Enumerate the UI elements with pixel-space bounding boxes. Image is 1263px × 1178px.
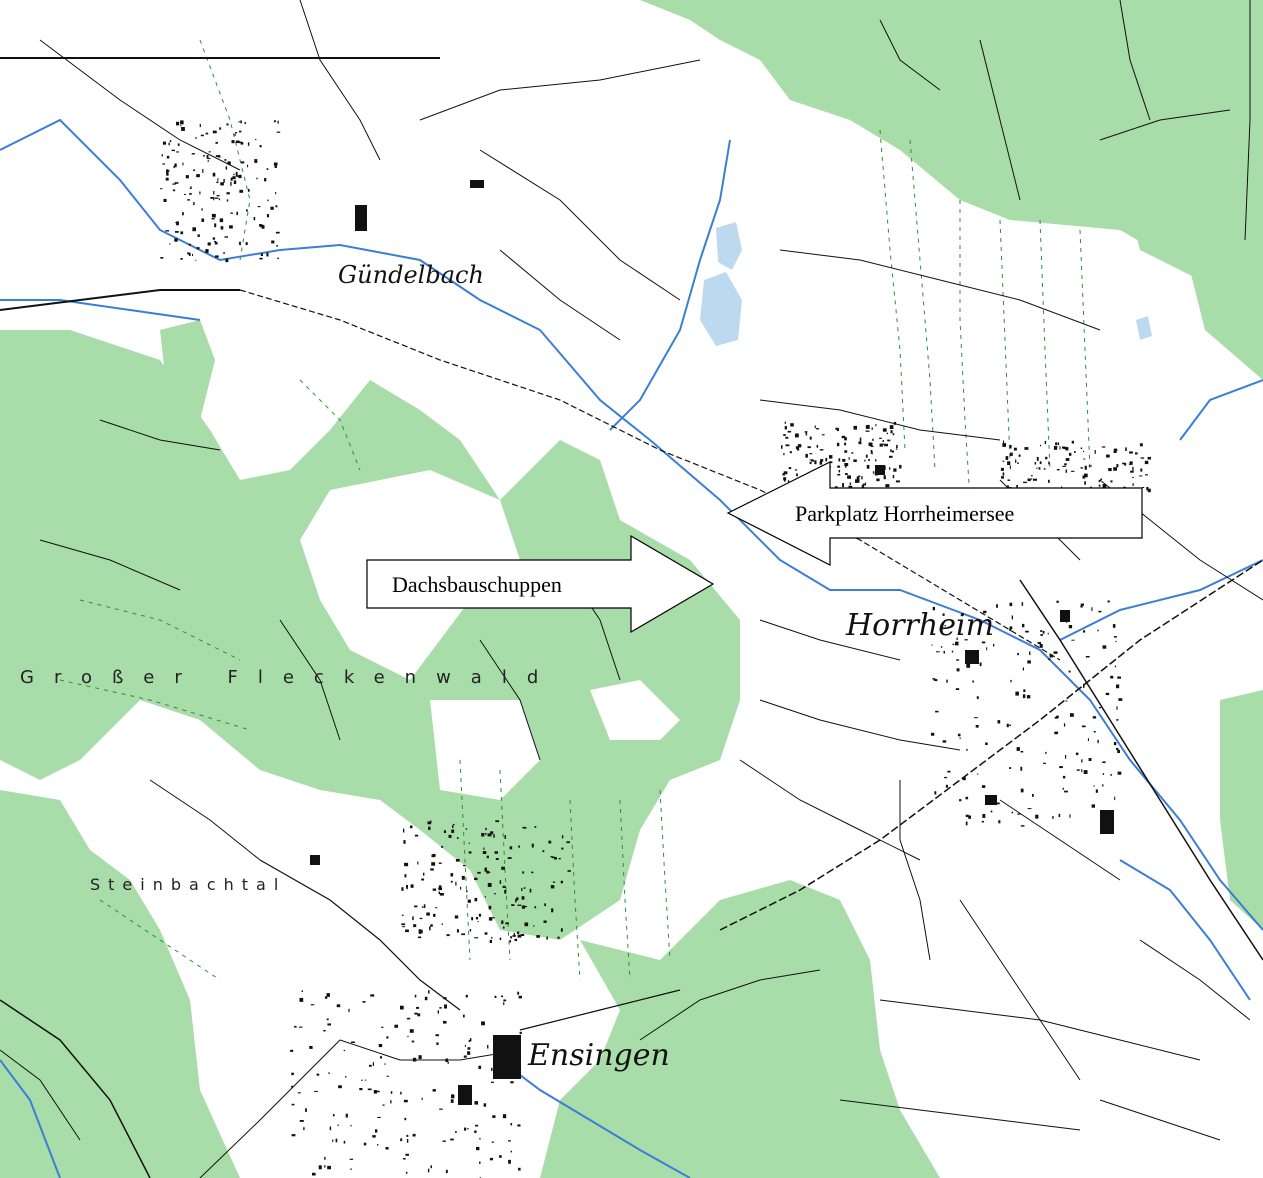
place-label-valley: Steinbachtal: [90, 875, 286, 894]
place-label-guendelbach: Gündelbach: [338, 261, 484, 289]
place-label-forest: Großer Fleckenwald: [20, 667, 558, 688]
streams: [0, 118, 1263, 1178]
right-arrow-icon: [366, 534, 715, 634]
place-label-horrheim: Horrheim: [845, 608, 994, 643]
hut-label: Dachsbauschuppen: [392, 572, 562, 597]
place-label-ensingen: Ensingen: [527, 1038, 670, 1073]
parking-label: Parkplatz Horrheimersee: [795, 501, 1014, 526]
contour-lines: [59, 39, 1091, 981]
left-arrow-icon: [726, 461, 1143, 566]
buildings: [310, 180, 1114, 1105]
parking-callout: Parkplatz Horrheimersee: [726, 461, 1143, 566]
lakes: [700, 222, 1152, 346]
hut-callout: Dachsbauschuppen: [366, 534, 715, 634]
